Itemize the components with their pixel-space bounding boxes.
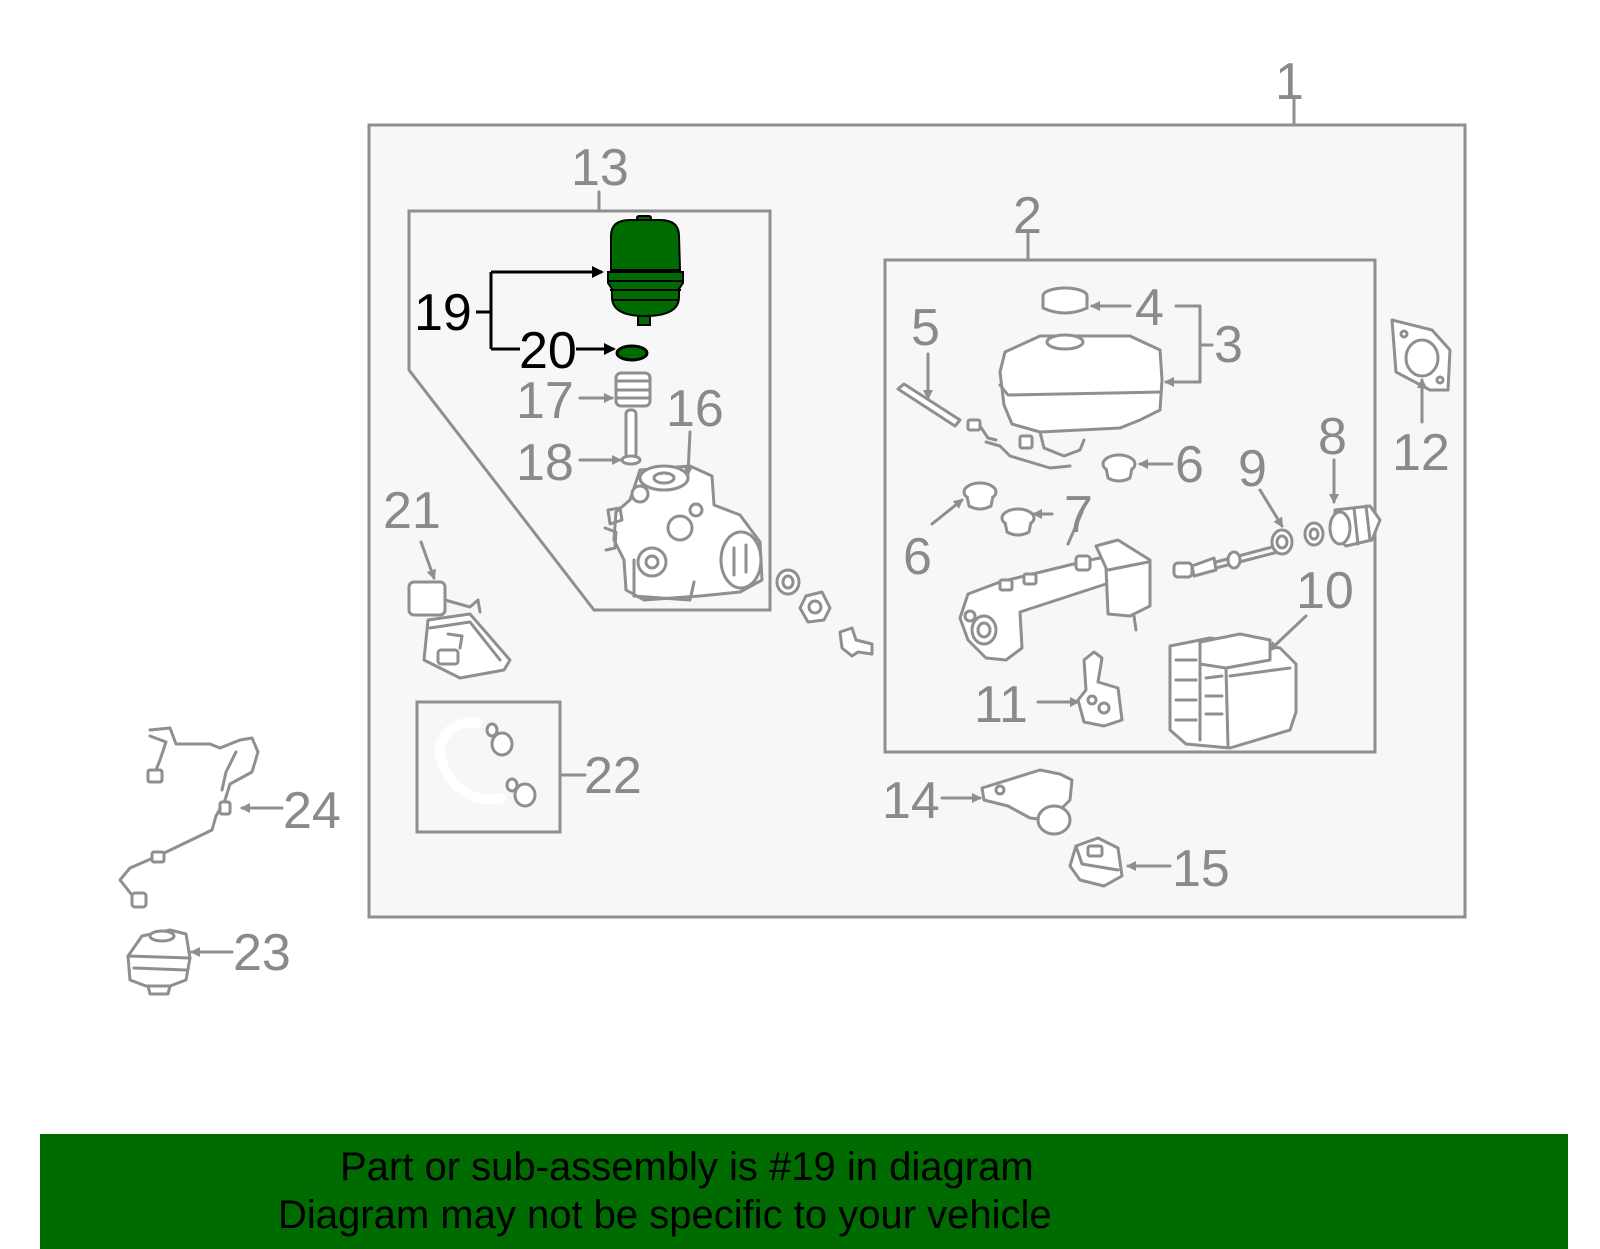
part-20-o-ring[interactable] xyxy=(615,344,649,362)
callout-6-right: 6 xyxy=(1175,436,1204,494)
callout-4: 4 xyxy=(1135,279,1164,337)
part-8-boot[interactable] xyxy=(1328,504,1382,548)
part-3-reservoir[interactable] xyxy=(966,333,1164,470)
callout-2: 2 xyxy=(1013,187,1042,245)
master-cylinder[interactable] xyxy=(958,538,1152,662)
part-9-ring[interactable] xyxy=(1270,521,1325,556)
part-23-cushion[interactable] xyxy=(126,928,192,996)
callout-11: 11 xyxy=(974,676,1028,734)
callout-22: 22 xyxy=(584,747,642,805)
part-17-spring[interactable] xyxy=(614,371,652,408)
callout-24: 24 xyxy=(283,782,341,840)
callout-6-left: 6 xyxy=(903,528,932,586)
leader-lines xyxy=(190,266,1427,957)
callout-13: 13 xyxy=(571,139,629,197)
callout-14: 14 xyxy=(882,772,940,830)
callout-18: 18 xyxy=(516,434,574,492)
callout-1: 1 xyxy=(1275,53,1304,111)
callout-16: 16 xyxy=(666,380,724,438)
part-6-grommet-left[interactable] xyxy=(962,481,998,511)
callout-5: 5 xyxy=(911,299,940,357)
part-5-strip[interactable] xyxy=(896,382,962,428)
part-15-cushion[interactable] xyxy=(1068,836,1124,888)
callout-3: 3 xyxy=(1214,316,1243,374)
part-16-pump[interactable] xyxy=(603,464,764,602)
callout-8: 8 xyxy=(1318,408,1347,466)
callout-10: 10 xyxy=(1296,562,1354,620)
callout-labels: 1 2 3 4 5 6 6 7 8 9 10 11 12 13 14 15 16… xyxy=(233,53,1450,982)
callout-15: 15 xyxy=(1172,840,1230,898)
banner-line-part-number: Part or sub-assembly is #19 in diagram xyxy=(340,1145,1034,1189)
part-12-gasket[interactable] xyxy=(1390,318,1452,392)
push-rod[interactable] xyxy=(1172,544,1280,579)
part-19-reservoir[interactable] xyxy=(607,215,684,326)
hose-kit-frame xyxy=(415,700,562,834)
part-11-bracket[interactable] xyxy=(1076,650,1124,728)
callout-17: 17 xyxy=(516,372,574,430)
part-22-hose[interactable] xyxy=(434,717,537,808)
part-18-pin[interactable] xyxy=(620,408,642,466)
callout-9: 9 xyxy=(1238,440,1267,498)
callout-20: 20 xyxy=(519,322,577,380)
part-4-cap[interactable] xyxy=(1041,286,1089,315)
part-21-bracket[interactable] xyxy=(407,580,512,680)
banner-line-disclaimer: Diagram may not be specific to your vehi… xyxy=(278,1193,1052,1237)
subassembly-13-frame xyxy=(407,209,772,612)
callout-7: 7 xyxy=(1064,486,1093,544)
callout-23: 23 xyxy=(233,924,291,982)
part-10-control-unit[interactable] xyxy=(1168,632,1298,750)
part-24-harness[interactable] xyxy=(118,726,260,909)
part-6-grommet-right[interactable] xyxy=(1101,453,1137,483)
callout-12: 12 xyxy=(1392,424,1450,482)
info-banner: Part or sub-assembly is #19 in diagram D… xyxy=(40,1134,1568,1249)
callout-21: 21 xyxy=(383,482,441,540)
part-7-grommet[interactable] xyxy=(1000,507,1036,537)
subassembly-2-frame xyxy=(883,258,1377,754)
bushing-parts[interactable] xyxy=(775,568,874,658)
callout-19: 19 xyxy=(414,284,472,342)
part-14-bracket[interactable] xyxy=(980,768,1074,836)
